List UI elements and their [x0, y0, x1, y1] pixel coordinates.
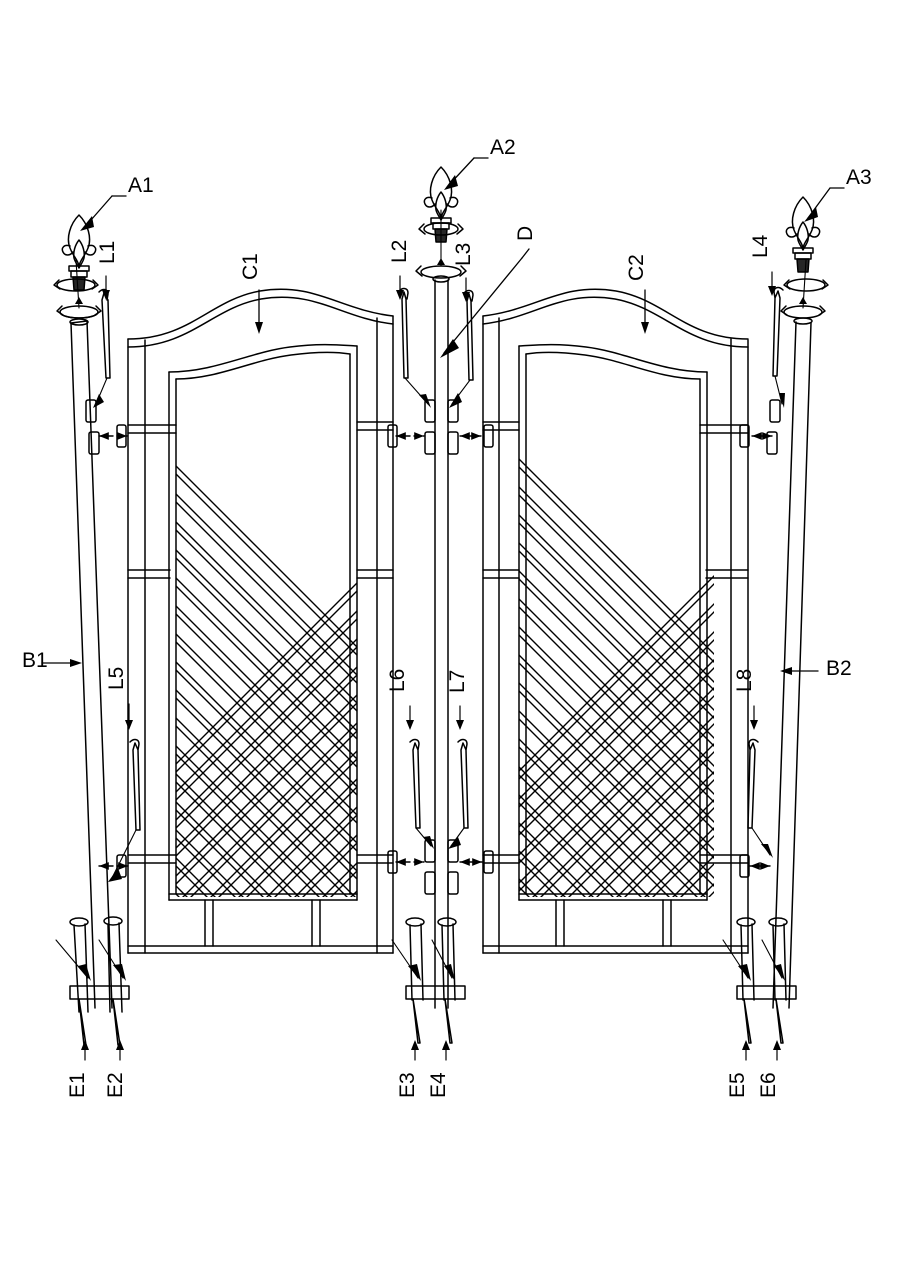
- label-l7: L7: [446, 670, 469, 693]
- stake-group-left[interactable]: [55, 916, 130, 1046]
- label-e4: E4: [427, 1072, 450, 1098]
- label-a3: A3: [846, 166, 872, 189]
- label-c2: C2: [625, 254, 648, 281]
- stake-group-right[interactable]: [722, 917, 797, 1044]
- support-pole-b1[interactable]: [53, 259, 113, 1009]
- hook-l5[interactable]: [108, 738, 141, 882]
- label-e5: E5: [726, 1072, 749, 1098]
- label-e2: E2: [104, 1072, 127, 1098]
- support-pole-d[interactable]: [415, 209, 467, 1009]
- label-b1: B1: [22, 649, 48, 672]
- stake-group-center[interactable]: [391, 917, 466, 1044]
- label-l3: L3: [452, 243, 475, 266]
- lattice-panel-c1[interactable]: [50, 288, 600, 1280]
- label-b2: B2: [826, 657, 852, 680]
- connection-arrow: [98, 432, 773, 870]
- label-e1: E1: [66, 1072, 89, 1098]
- hook-l7[interactable]: [448, 738, 469, 849]
- hook-l3[interactable]: [463, 289, 474, 381]
- label-layer: A1 A2 A3 B1 B2 C1 C2 D L1 L2 L3 L4 L5 L6…: [22, 136, 872, 1098]
- finial-a3[interactable]: [785, 196, 821, 273]
- label-l2: L2: [388, 240, 411, 263]
- finial-a1[interactable]: [61, 214, 97, 291]
- label-l1: L1: [96, 241, 119, 264]
- label-e6: E6: [757, 1072, 780, 1098]
- label-c1: C1: [239, 253, 262, 280]
- hook-l6[interactable]: [409, 738, 434, 849]
- label-d: D: [514, 226, 537, 241]
- label-l6: L6: [386, 669, 409, 692]
- label-l5: L5: [105, 667, 128, 690]
- support-pole-b2[interactable]: [766, 259, 829, 1009]
- label-l4: L4: [749, 234, 772, 258]
- label-e3: E3: [396, 1072, 419, 1098]
- label-l8: L8: [733, 669, 756, 692]
- finial-a2[interactable]: [423, 166, 459, 243]
- hook-l2[interactable]: [398, 287, 409, 379]
- lattice-panel-c2[interactable]: [400, 288, 905, 1280]
- hook-l8[interactable]: [747, 738, 773, 858]
- label-a1: A1: [128, 174, 154, 197]
- hook-l4[interactable]: [772, 286, 784, 377]
- label-a2: A2: [490, 136, 516, 159]
- hook-l1[interactable]: [98, 288, 111, 379]
